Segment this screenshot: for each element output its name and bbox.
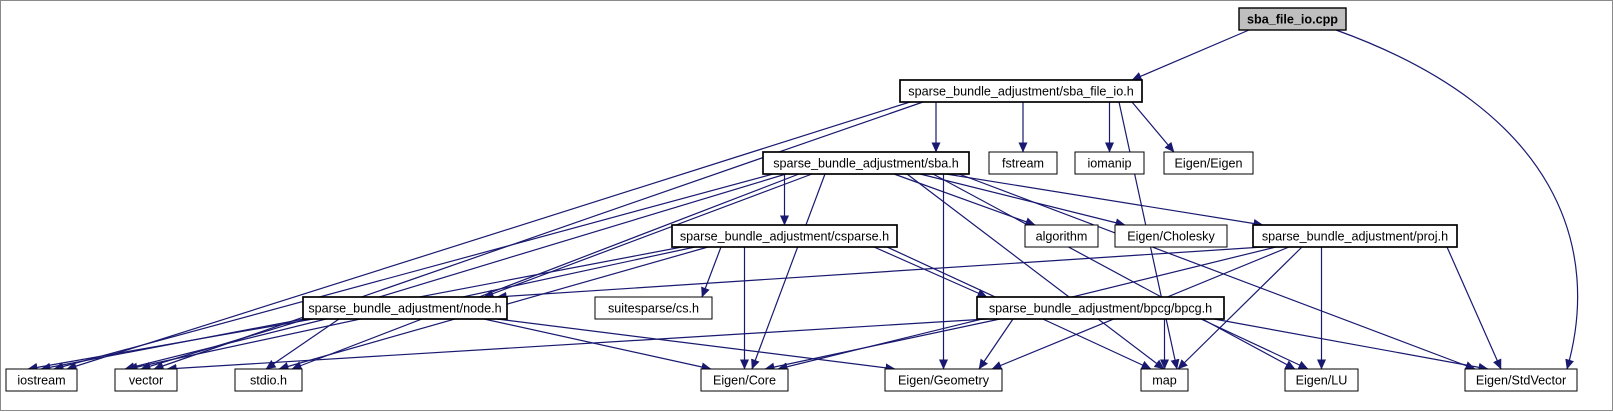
- graph-node-eigen_geometry: Eigen/Geometry: [884, 368, 1003, 392]
- eigen_stdvector-label: Eigen/StdVector: [1476, 374, 1566, 388]
- eigen_core-box: [700, 368, 789, 392]
- graph-nodes: sba_file_io.cpp sparse_bundle_adjustment/…: [5, 7, 1578, 392]
- eigen_lu-label: Eigen/LU: [1296, 374, 1348, 388]
- proj_h-label: sparse_bundle_adjustment/proj.h: [1262, 230, 1448, 244]
- graph-node-iomanip: iomanip: [1074, 151, 1145, 175]
- stdio_h-box: [234, 368, 303, 392]
- sba_file_io_cpp-box: [1238, 7, 1347, 31]
- edge-bpcg_h-to-eigen_stdvector: [1213, 318, 1489, 372]
- eigen_core-label: Eigen/Core: [713, 374, 776, 388]
- edge-sba_h-to-eigen_stdvector: [958, 173, 1476, 370]
- eigen_lu-box: [1284, 368, 1359, 392]
- iostream-label: iostream: [17, 374, 65, 388]
- graph-node-eigen_lu: Eigen/LU: [1284, 368, 1359, 392]
- map-box: [1140, 368, 1189, 392]
- graph-node-csparse_h[interactable]: sparse_bundle_adjustment/csparse.h: [671, 224, 898, 248]
- graph-edges: [27, 29, 1579, 373]
- stdio_h-label: stdio.h: [250, 374, 287, 388]
- eigen_stdvector-box: [1464, 368, 1578, 392]
- eigen_geometry-box: [884, 368, 1003, 392]
- graph-node-eigen_stdvector: Eigen/StdVector: [1464, 368, 1578, 392]
- sba_h-box[interactable]: [762, 151, 970, 175]
- edge-sba_h-to-eigen_cholesky: [919, 173, 1126, 228]
- edge-bpcg_h-to-eigen_lu: [1200, 318, 1309, 370]
- graph-node-proj_h[interactable]: sparse_bundle_adjustment/proj.h: [1252, 224, 1458, 248]
- edge-proj_h-to-eigen_stdvector: [1446, 246, 1502, 370]
- edge-proj_h-to-map: [1177, 246, 1303, 370]
- edge-node_h-to-stdio_h: [265, 318, 340, 370]
- edge-sba_h-to-eigen_core: [751, 173, 826, 370]
- graph-node-stdio_h: stdio.h: [234, 368, 303, 392]
- proj_h-box[interactable]: [1252, 224, 1458, 248]
- sba_file_io_h-label: sparse_bundle_adjustment/sba_file_io.h: [908, 85, 1133, 99]
- sba_file_io_h-box[interactable]: [899, 79, 1143, 103]
- graph-node-sba_file_io_cpp: sba_file_io.cpp: [1238, 7, 1347, 31]
- edge-sba_h-to-map: [906, 173, 1165, 370]
- graph-node-node_h[interactable]: sparse_bundle_adjustment/node.h: [302, 296, 508, 320]
- graph-node-map: map: [1140, 368, 1189, 392]
- edge-sba_file_io_h-to-iostream: [66, 101, 911, 371]
- csparse_h-box[interactable]: [671, 224, 898, 248]
- edge-sba_file_io_cpp-to-eigen_stdvector: [1335, 29, 1579, 370]
- graph-node-iostream: iostream: [5, 368, 78, 392]
- fstream-box: [988, 151, 1058, 175]
- edge-node_h-to-iostream: [27, 318, 314, 372]
- algorithm-box: [1024, 224, 1099, 248]
- algorithm-label: algorithm: [1036, 230, 1088, 244]
- graph-node-fstream: fstream: [988, 151, 1058, 175]
- graph-node-vector: vector: [114, 368, 178, 392]
- node_h-label: sparse_bundle_adjustment/node.h: [308, 302, 501, 316]
- edge-node_h-to-vector: [124, 318, 327, 372]
- graph-node-cs_h: suitesparse/cs.h: [594, 296, 713, 320]
- graph-node-bpcg_h[interactable]: sparse_bundle_adjustment/bpcg/bpcg.h: [976, 296, 1225, 320]
- eigen_cholesky-box: [1114, 224, 1228, 248]
- eigen_cholesky-label: Eigen/Cholesky: [1127, 230, 1215, 244]
- eigen_geometry-label: Eigen/Geometry: [898, 374, 990, 388]
- csparse_h-label: sparse_bundle_adjustment/csparse.h: [680, 230, 889, 244]
- edge-sba_h-to-vector: [140, 173, 787, 371]
- fstream-label: fstream: [1002, 157, 1044, 171]
- sba_h-label: sparse_bundle_adjustment/sba.h: [773, 157, 959, 171]
- vector-label: vector: [129, 374, 163, 388]
- edge-bpcg_h-to-vector: [166, 318, 988, 373]
- edge-bpcg_h-to-eigen_geometry: [978, 318, 1014, 370]
- edge-sba_file_io_cpp-to-sba_file_io_h: [1131, 29, 1250, 81]
- graph-node-algorithm: algorithm: [1024, 224, 1099, 248]
- iomanip-box: [1074, 151, 1145, 175]
- iostream-box: [5, 368, 78, 392]
- edge-bpcg_h-to-eigen_core: [764, 318, 1001, 372]
- eigen_eigen-label: Eigen/Eigen: [1175, 157, 1243, 171]
- edge-sba_h-to-stdio_h: [291, 173, 800, 370]
- edge-csparse_h-to-cs_h: [701, 246, 722, 298]
- graph-node-sba_h[interactable]: sparse_bundle_adjustment/sba.h: [762, 151, 970, 175]
- node_h-box[interactable]: [302, 296, 508, 320]
- graph-node-eigen_core: Eigen/Core: [700, 368, 789, 392]
- graph-node-eigen_eigen: Eigen/Eigen: [1163, 151, 1254, 175]
- cs_h-box: [594, 296, 713, 320]
- bpcg_h-box[interactable]: [976, 296, 1225, 320]
- iomanip-label: iomanip: [1087, 157, 1131, 171]
- edge-sba_h-to-proj_h: [945, 173, 1264, 228]
- map-label: map: [1152, 374, 1177, 388]
- graph-node-eigen_cholesky: Eigen/Cholesky: [1114, 224, 1228, 248]
- edge-node_h-to-eigen_core: [483, 318, 712, 372]
- edge-proj_h-to-node_h: [496, 246, 1264, 301]
- edge-sba_h-to-node_h: [483, 173, 813, 298]
- bpcg_h-label: sparse_bundle_adjustment/bpcg/bpcg.h: [989, 302, 1212, 316]
- cs_h-label: suitesparse/cs.h: [608, 302, 699, 316]
- edge-sba_h-to-eigen_lu: [932, 173, 1296, 370]
- graph-node-sba_file_io_h[interactable]: sparse_bundle_adjustment/sba_file_io.h: [899, 79, 1143, 103]
- edge-csparse_h-to-bpcg_h: [873, 246, 988, 298]
- edge-sba_file_io_h-to-eigen_eigen: [1131, 101, 1175, 153]
- vector-box: [114, 368, 178, 392]
- eigen_eigen-box: [1163, 151, 1254, 175]
- edge-node_h-to-eigen_geometry: [496, 318, 896, 373]
- sba_file_io_cpp-label: sba_file_io.cpp: [1247, 13, 1338, 27]
- edge-sba_h-to-iostream: [53, 173, 774, 371]
